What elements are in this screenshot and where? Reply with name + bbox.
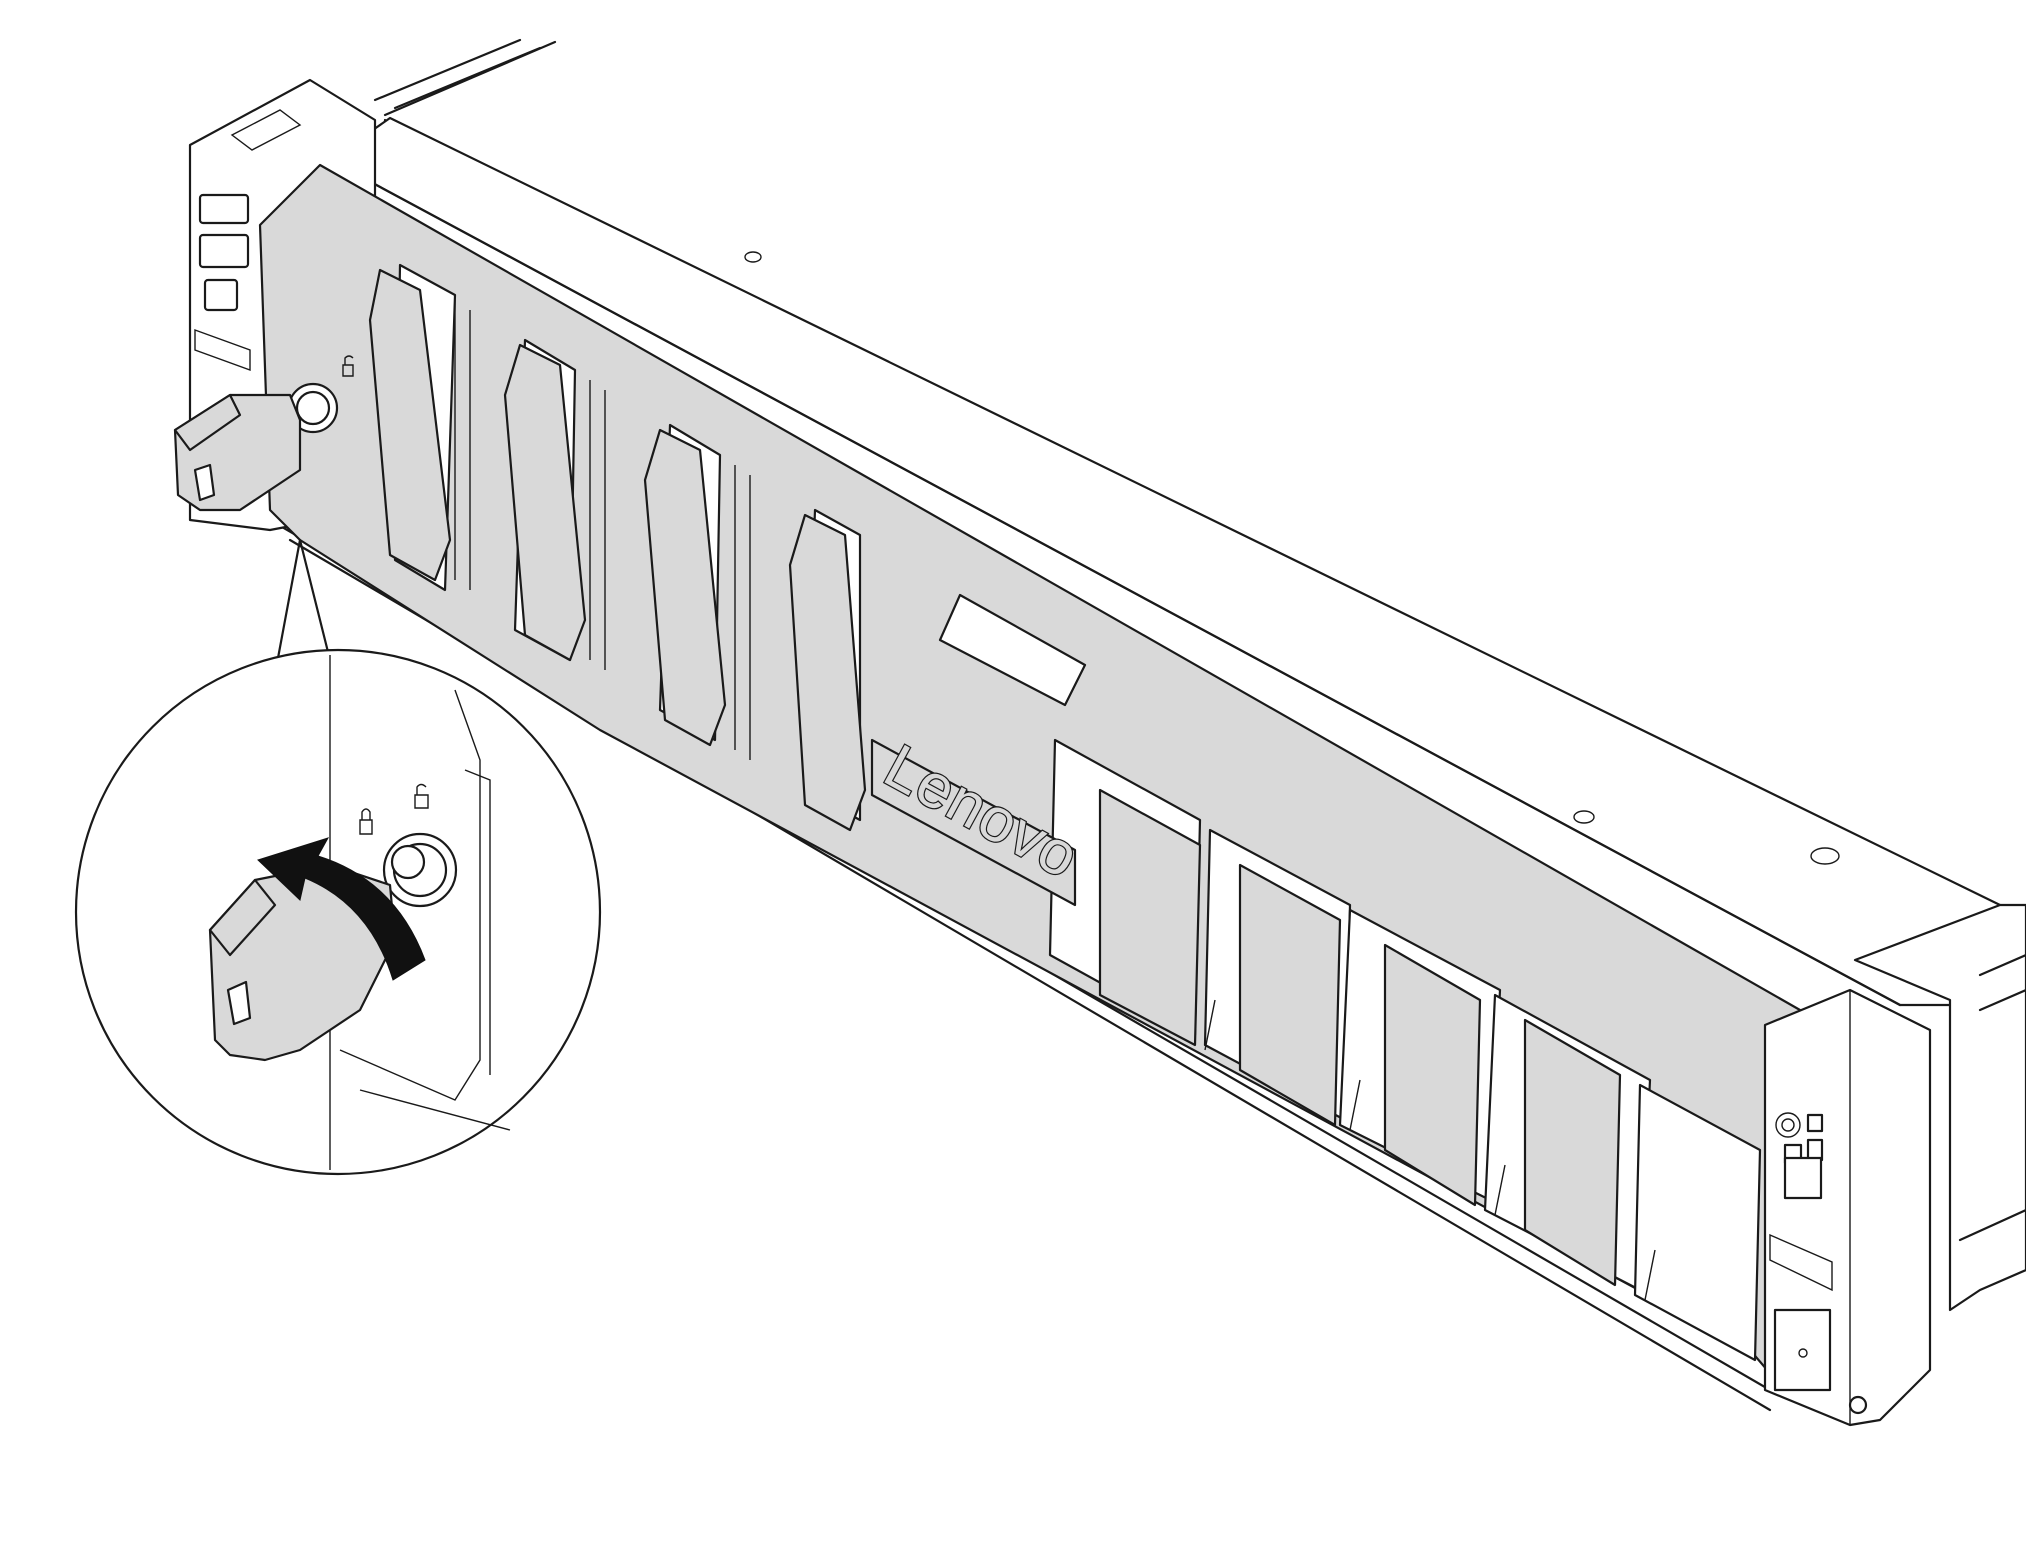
power-button-icon xyxy=(1775,1112,1801,1138)
lock-key-icon xyxy=(173,393,302,512)
id-button-icon xyxy=(1806,1113,1824,1133)
server-chassis xyxy=(268,38,2026,1412)
rotate-arrow-icon xyxy=(257,837,426,981)
unlocked-padlock-icon xyxy=(414,783,429,809)
unlocked-padlock-icon xyxy=(342,355,354,377)
front-bezel xyxy=(258,163,1802,1387)
magnified-callout xyxy=(74,648,602,1176)
right-rack-ear xyxy=(1763,988,1932,1427)
usb-port xyxy=(1783,1156,1823,1200)
usb-port xyxy=(198,193,250,225)
display-port xyxy=(203,278,239,312)
callout-leader xyxy=(276,538,332,662)
pull-out-tab xyxy=(1773,1308,1832,1392)
usb-port xyxy=(198,233,250,269)
locked-padlock-icon xyxy=(359,808,373,835)
